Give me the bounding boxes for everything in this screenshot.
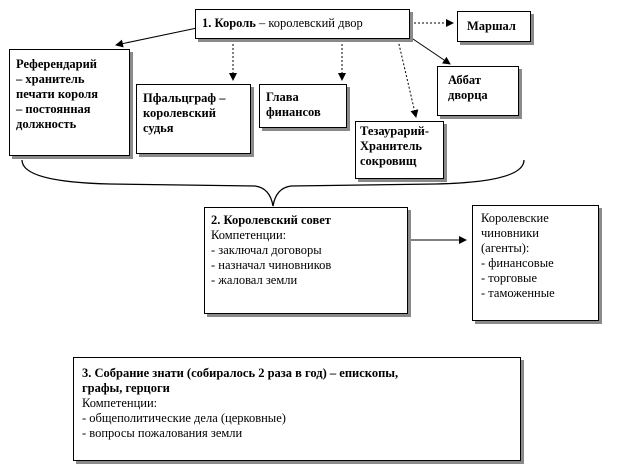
royal-officials-box: Королевские чиновники (агенты): - финанс… — [472, 205, 599, 321]
royal-officials-line-3: (агенты): — [481, 241, 530, 255]
arrow-king-abbot — [409, 36, 451, 65]
abbot-line-1: Аббат — [448, 73, 481, 87]
arrow-king-referendary — [115, 27, 198, 48]
referendary-line-3: печати короля — [16, 87, 98, 101]
finance-head-box: Глава финансов — [259, 84, 347, 128]
royal-officials-item-3: - таможенные — [481, 286, 555, 300]
marshal-box: Маршал — [457, 11, 531, 42]
pfalzgraf-line-2: королевский — [143, 106, 216, 120]
assembly-item-1: - общеполитические дела (церковные) — [82, 411, 286, 425]
assembly-item-2: - вопросы пожалования земли — [82, 426, 243, 440]
royal-officials-line-1: Королевские — [481, 211, 549, 225]
treasurer-line-2: Хранитель — [360, 139, 422, 153]
referendary-box: Референдарий – хранитель печати короля –… — [9, 49, 130, 156]
royal-council-title: 2. Королевский совет — [211, 213, 331, 227]
royal-officials-item-2: - торговые — [481, 271, 537, 285]
finance-head-line-1: Глава — [266, 90, 299, 104]
curly-brace — [21, 159, 525, 207]
king-number: 1. — [202, 16, 212, 30]
king-box: 1. Король – королевский двор — [195, 9, 410, 39]
treasurer-line-3: сокровищ — [360, 154, 417, 168]
royal-officials-item-1: - финансовые — [481, 256, 554, 270]
royal-council-item-2: - назначал чиновников — [211, 258, 332, 272]
referendary-line-5: должность — [16, 117, 77, 131]
royal-council-competences-label: Компетенции: — [211, 228, 287, 242]
royal-council-item-3: - жаловал земли — [211, 273, 298, 287]
referendary-line-2: – хранитель — [16, 72, 85, 86]
assembly-box: 3. Собрание знати (собиралось 2 раза в г… — [73, 357, 521, 461]
finance-head-line-2: финансов — [266, 105, 321, 119]
pfalzgraf-line-3: судья — [143, 121, 174, 135]
royal-officials-line-2: чиновники — [481, 226, 539, 240]
pfalzgraf-line-1: Пфальцграф – — [143, 91, 226, 105]
referendary-line-1: Референдарий — [16, 57, 97, 71]
marshal-label: Маршал — [467, 19, 516, 33]
referendary-line-4: – постоянная — [16, 102, 91, 116]
royal-council-box: 2. Королевский совет Компетенции: - закл… — [204, 207, 408, 314]
king-title: Король — [214, 16, 256, 30]
abbot-box: Аббат дворца — [437, 66, 519, 116]
pfalzgraf-box: Пфальцграф – королевский судья — [136, 84, 251, 154]
assembly-competences-label: Компетенции: — [82, 396, 158, 410]
abbot-line-2: дворца — [448, 88, 488, 102]
king-title-rest: – королевский двор — [255, 16, 363, 30]
royal-council-item-1: - заключал договоры — [211, 243, 322, 257]
treasurer-line-1: Тезаурарий- — [360, 124, 430, 138]
treasurer-box: Тезаурарий- Хранитель сокровищ — [355, 121, 444, 179]
assembly-title-line-2: графы, герцоги — [82, 381, 170, 395]
assembly-title-line-1: 3. Собрание знати (собиралось 2 раза в г… — [82, 366, 399, 380]
arrow-king-treasurer — [397, 39, 419, 118]
